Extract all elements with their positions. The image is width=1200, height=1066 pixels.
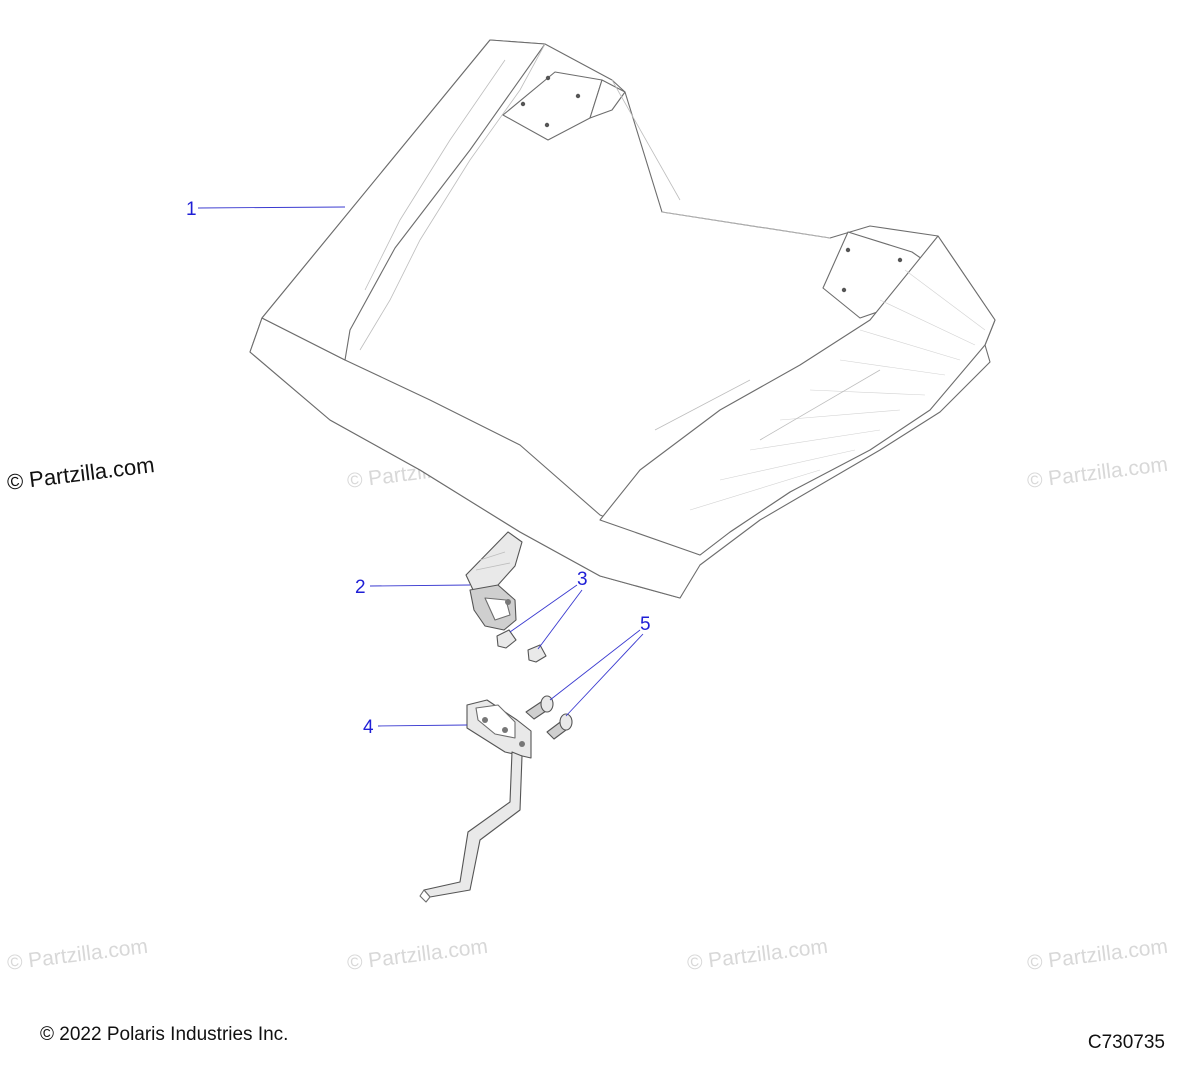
- screws-3: [496, 629, 547, 663]
- callout-5: 5: [640, 614, 651, 635]
- watermark-bottom-1: © Partzilla.com: [6, 935, 149, 975]
- copyright-notice: © 2022 Polaris Industries Inc.: [40, 1024, 289, 1045]
- watermark-bottom-3: © Partzilla.com: [686, 935, 829, 975]
- latch-bracket: [419, 699, 532, 903]
- callout-3: 3: [577, 569, 588, 590]
- watermark-bottom-4: © Partzilla.com: [1026, 935, 1169, 975]
- watermark-mid-right: © Partzilla.com: [1026, 453, 1169, 493]
- hood-right-wing: [599, 235, 996, 556]
- leader-lines: [197, 206, 644, 727]
- watermark-primary: © Partzilla.com: [6, 452, 156, 495]
- callout-4: 4: [363, 717, 374, 738]
- callout-1: 1: [186, 199, 197, 220]
- hood-panel: [249, 39, 996, 599]
- hood-left-rib: [261, 39, 546, 361]
- hood-right-wing-shading: [654, 269, 986, 511]
- latch-catch: [465, 531, 523, 631]
- hood-front-edge: [249, 317, 991, 599]
- callouts: 1 2 3 4 5: [186, 199, 651, 738]
- diagram-code: C730735: [1087, 1032, 1165, 1053]
- callout-2: 2: [355, 577, 366, 598]
- bolts-5: [525, 695, 573, 740]
- watermark-bottom-2: © Partzilla.com: [346, 935, 489, 975]
